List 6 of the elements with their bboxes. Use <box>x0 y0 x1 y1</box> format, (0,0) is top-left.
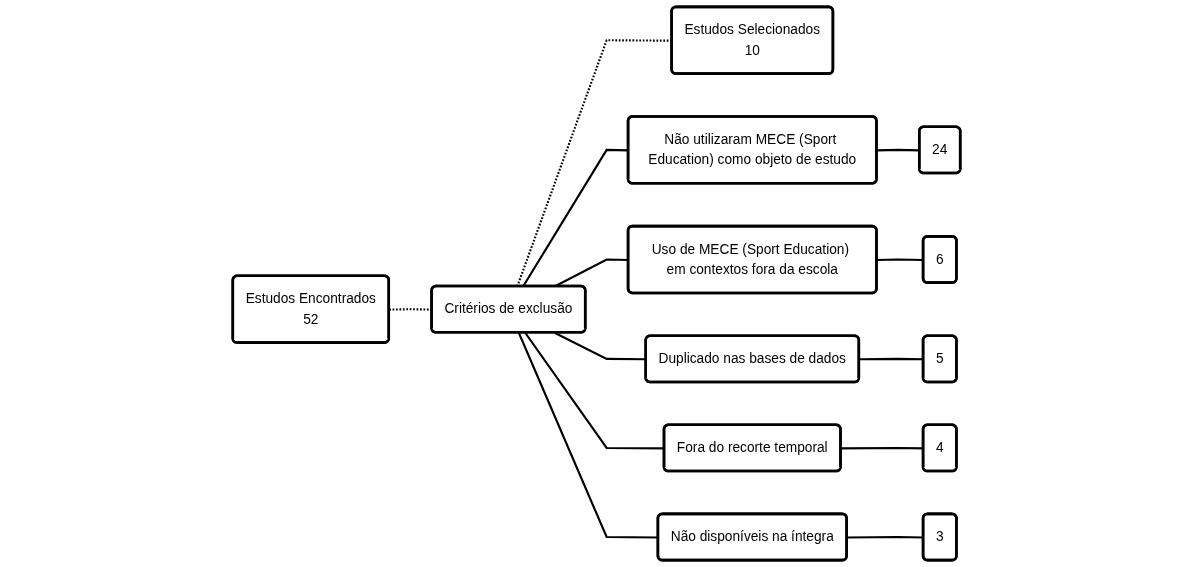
connector <box>859 357 924 361</box>
connector <box>876 148 920 152</box>
connector <box>876 258 924 261</box>
connector <box>847 535 924 539</box>
connector <box>524 332 665 450</box>
connector <box>840 446 924 450</box>
